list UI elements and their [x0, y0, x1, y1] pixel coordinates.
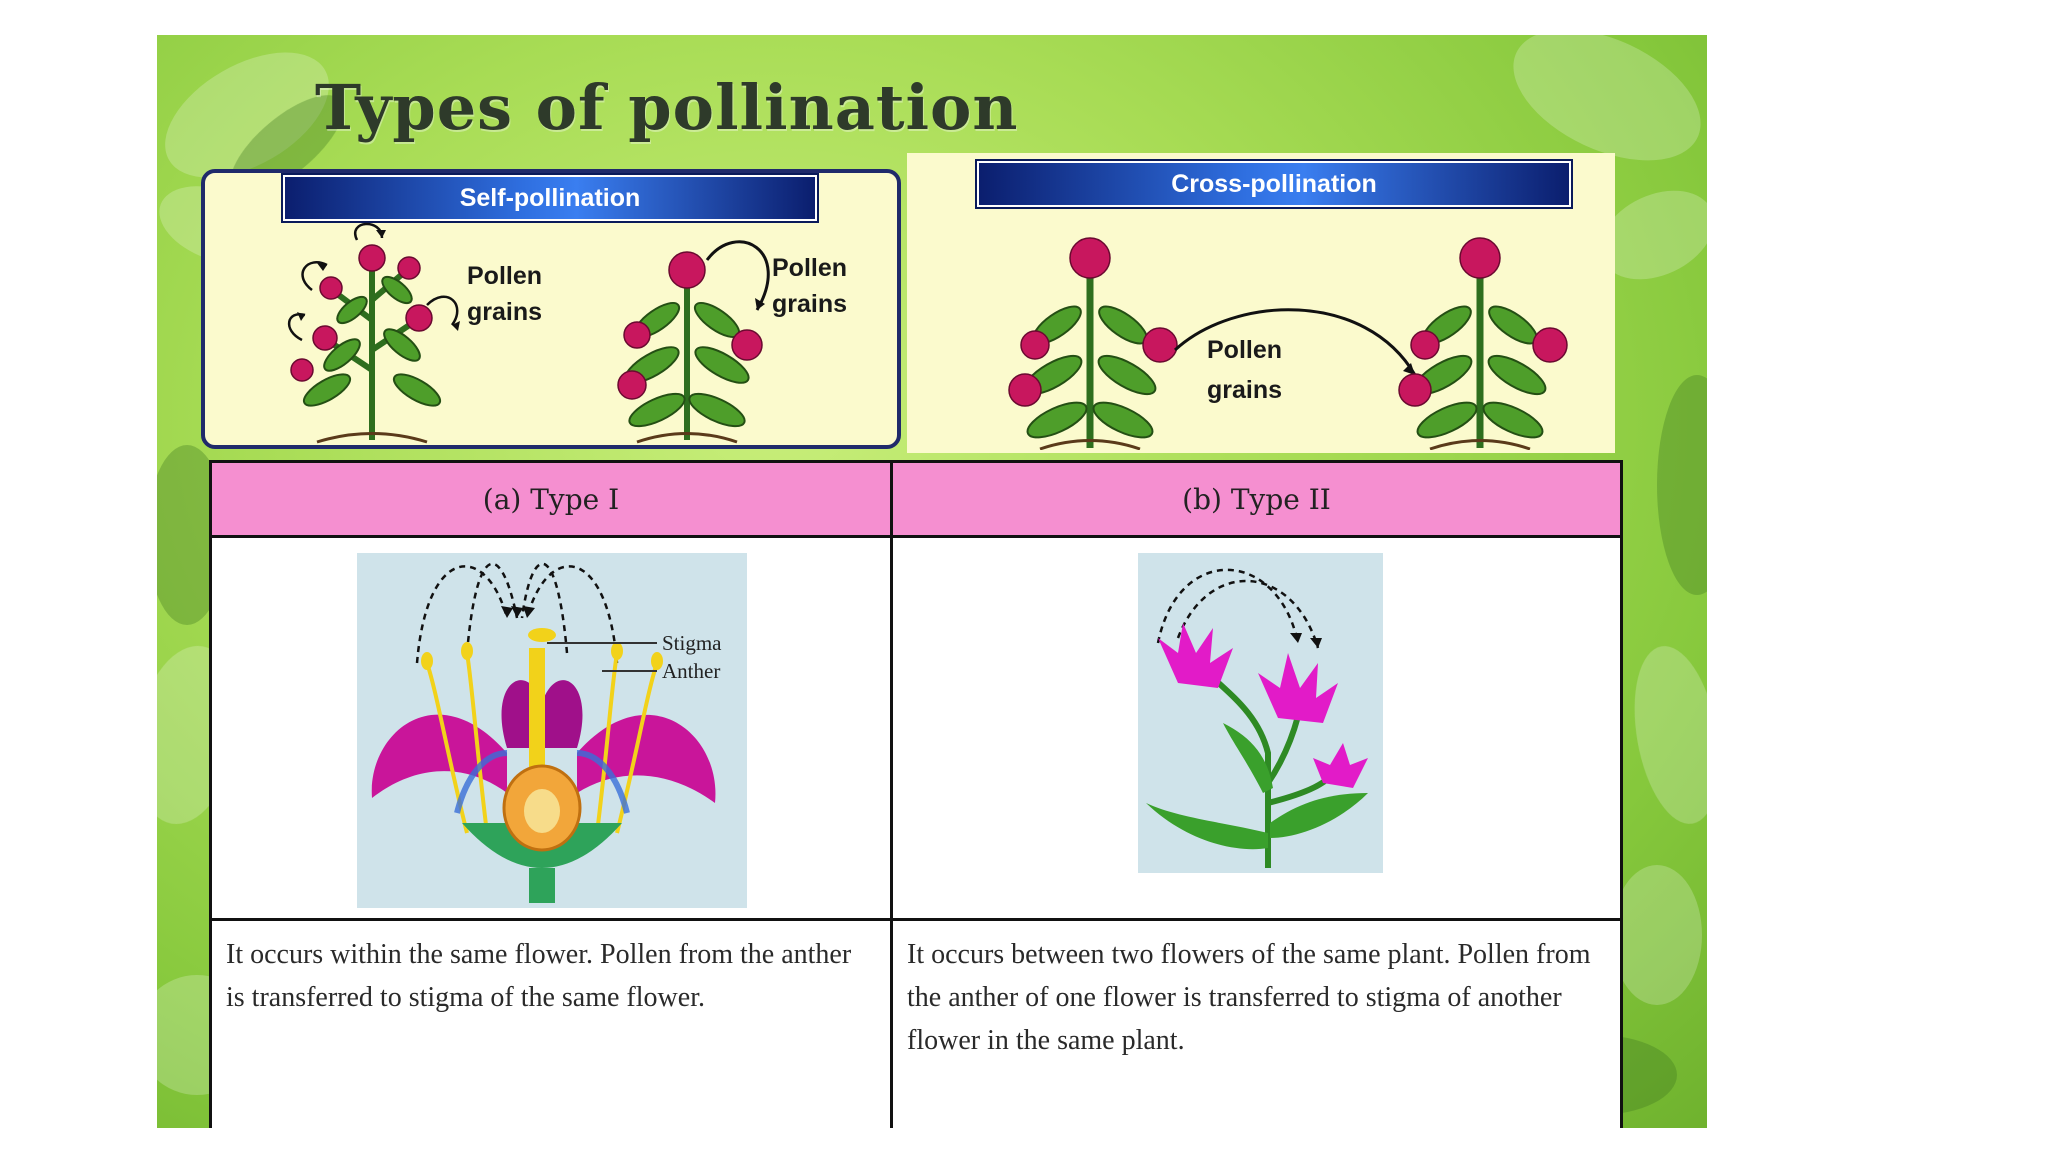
table-description-row: It occurs within the same flower. Pollen… [209, 918, 1623, 1128]
type-one-header: (a) Type I [209, 460, 893, 538]
flower-stem-diagram [1138, 553, 1383, 873]
self-pollination-banner: Self-pollination [283, 175, 817, 221]
table-diagram-row: Stigma Anther [209, 535, 1623, 921]
flower-cross-section-diagram: Stigma Anther [357, 553, 747, 908]
self-pollinating-plant-with-arrows [288, 222, 460, 444]
cross-pollination-plant-left [1008, 237, 1178, 450]
pollination-type-table: (a) Type I (b) Type II [209, 460, 1623, 1128]
cross-pollination-arrow [1173, 308, 1417, 376]
type-two-diagram-cell [890, 535, 1623, 921]
slide: Types of pollination Self-pollination Po… [157, 35, 1707, 1128]
table-header-row: (a) Type I (b) Type II [209, 460, 1623, 538]
cross-pollination-plant-right [1398, 237, 1568, 450]
self-pollinating-plant-curved-arrow [617, 240, 770, 444]
anther-label: Anther [662, 659, 720, 683]
type-two-description: It occurs between two flowers of the sam… [890, 918, 1623, 1128]
slide-title: Types of pollination [315, 71, 1019, 144]
stigma-label: Stigma [662, 631, 722, 655]
type-one-diagram-cell: Stigma Anther [209, 535, 893, 921]
cross-pollination-banner: Cross-pollination [977, 161, 1571, 207]
type-one-description: It occurs within the same flower. Pollen… [209, 918, 893, 1128]
type-two-header: (b) Type II [890, 460, 1623, 538]
